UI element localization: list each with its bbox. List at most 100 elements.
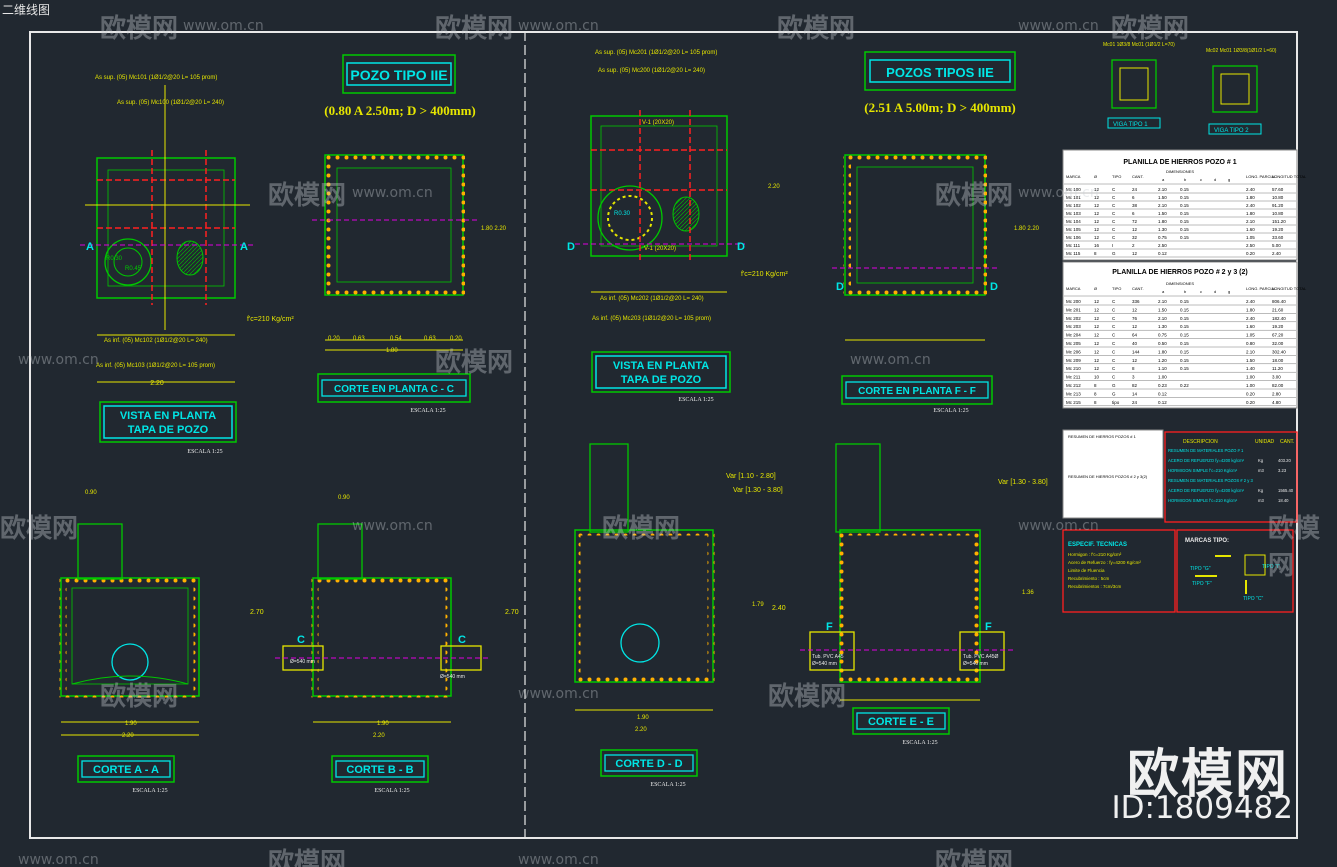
dim-1-90-c: 1.90 <box>637 715 649 721</box>
table-cell: 12 <box>1094 333 1100 338</box>
table-cell: 6 <box>1132 195 1135 200</box>
note-r030: R0.30 <box>106 256 123 262</box>
table-cell: C <box>1112 358 1116 363</box>
table-cell: 8 <box>1094 391 1097 396</box>
table-cell: 0.15 <box>1180 366 1189 371</box>
table-header-long-total: LONGITUD TOTAL <box>1272 286 1307 291</box>
table-header-dim-a: a <box>1162 289 1165 294</box>
table-cell: 64 <box>1132 333 1138 338</box>
table-cell: 5.00 <box>1272 243 1281 248</box>
table-cell: C <box>1112 195 1116 200</box>
svg-text:D: D <box>990 281 998 293</box>
table-cell: 12 <box>1094 324 1100 329</box>
resumen-row-unit: Kg <box>1258 458 1264 463</box>
table-cell: 12 <box>1094 341 1100 346</box>
table-cell: 1.05 <box>1246 235 1255 240</box>
svg-text:A: A <box>86 241 94 253</box>
table-cell: 1.20 <box>1158 358 1167 363</box>
table-cell: Mc 209 <box>1066 358 1081 363</box>
escala-vista-2: ESCALA 1:25 <box>678 397 713 403</box>
resumen-row-desc: RESUMEN DE MATERIALES POZOS # 2 y 3 <box>1168 478 1254 483</box>
table-cell: 1.60 <box>1246 324 1255 329</box>
table-cell: Mc 205 <box>1066 341 1081 346</box>
table-cell: 302.40 <box>1272 349 1286 354</box>
watermark-brand-1: 欧模网 <box>100 14 179 44</box>
watermark-brand-13: 欧模网 <box>268 848 347 867</box>
dim-2-40: 2.40 <box>772 605 786 612</box>
table-cell: 2.10 <box>1246 349 1255 354</box>
note-d540-1: Ø=540 mm <box>290 659 315 665</box>
escala-ee: ESCALA 1:25 <box>902 740 937 746</box>
table-cell: 57.60 <box>1272 187 1284 192</box>
escala-aa: ESCALA 1:25 <box>132 788 167 794</box>
table-cell: Mc 202 <box>1066 316 1081 321</box>
table-cell: C <box>1112 299 1116 304</box>
table-header-dim-d: d <box>1214 177 1216 182</box>
title-vista-planta-2-box: VISTA EN PLANTA TAPA DE POZO ESCALA 1:25 <box>591 351 731 403</box>
table-cell: 16 <box>1094 243 1100 248</box>
svg-text:F: F <box>826 621 833 633</box>
table-cell: 12 <box>1132 307 1138 312</box>
watermark-url-5: www.om.cn <box>1018 185 1099 201</box>
view-mode-label[interactable]: 二维线图 <box>2 3 51 17</box>
note-as-sup-3: As sup. (05) Mc201 (1Ø1/2@20 L= 105 prom… <box>595 50 717 56</box>
title-corte-ff: CORTE EN PLANTA F - F <box>858 386 976 397</box>
table-cell: C <box>1112 316 1116 321</box>
watermark-url-9: www.om.cn <box>1018 518 1099 534</box>
rebar-schedule-1-title: PLANILLA DE HIERROS POZO # 1 <box>1123 159 1236 166</box>
table-cell: C <box>1112 227 1116 232</box>
table-cell: 12 <box>1132 324 1138 329</box>
table-cell: 0.15 <box>1180 307 1189 312</box>
note-as-sup-2: As sup. (05) Mc100 (1Ø1/2@20 L= 240) <box>117 100 224 106</box>
table-cell: 19.20 <box>1272 227 1284 232</box>
table-cell: 12 <box>1132 227 1138 232</box>
table-cell: 8 <box>1132 366 1135 371</box>
table-cell: 0.15 <box>1180 299 1189 304</box>
spec-line: Acero de Refuerzo : fy=4200 Kg/cm² <box>1068 560 1141 565</box>
table-cell: Mc 102 <box>1066 203 1081 208</box>
table-cell: 1.30 <box>1158 227 1167 232</box>
watermark-url-6: www.om.cn <box>18 352 99 368</box>
title-corte-aa: CORTE A - A <box>93 764 159 776</box>
table-cell: 12 <box>1094 235 1100 240</box>
table-cell: Mc 115 <box>1066 251 1081 256</box>
dim-2-20-c: 2.20 <box>122 733 134 739</box>
table-cell: 82.00 <box>1272 383 1284 388</box>
title-pozos-tipos-iie: POZOS TIPOS IIE <box>886 65 994 80</box>
dim-0-63-a: 0.63 <box>353 336 365 342</box>
table-header-tipo: TIPO <box>1112 286 1121 291</box>
table-cell: 12 <box>1094 227 1100 232</box>
resumen-row-desc: HORMIGON SIMPLE f'c=210 Kg/cm² <box>1168 468 1238 473</box>
table-cell: 2.40 <box>1246 299 1255 304</box>
table-cell: Mc 100 <box>1066 187 1081 192</box>
table-cell: 0.20 <box>1246 400 1255 405</box>
table-cell: 0.15 <box>1180 316 1189 321</box>
plan-corte-cc <box>312 153 478 351</box>
resumen-head-desc: DESCRIPCION <box>1183 439 1218 445</box>
table-cell: 336 <box>1132 299 1140 304</box>
title-corte-dd-box: CORTE D - D ESCALA 1:25 <box>600 749 698 788</box>
table-cell: 76 <box>1132 316 1138 321</box>
table-cell: 0.15 <box>1180 358 1189 363</box>
table-cell: 1.10 <box>1158 366 1167 371</box>
table-cell: C <box>1112 324 1116 329</box>
watermark-url-8: www.om.cn <box>352 518 433 534</box>
watermark-url-2: www.om.cn <box>518 18 599 34</box>
section-bb: C C <box>275 523 490 723</box>
resumen-row-desc: RESUMEN DE MATERIALES POZO # 1 <box>1168 448 1244 453</box>
dim-2-20-a: 2.20 <box>150 380 164 387</box>
spec-line: Hormigon : f'c=210 Kg/cm² <box>1068 552 1122 557</box>
table-cell: 10 <box>1094 375 1100 380</box>
table-cell: C <box>1112 307 1116 312</box>
table-header-dim-b: b <box>1184 177 1187 182</box>
table-cell: 19.20 <box>1272 324 1284 329</box>
watermark-url-3: www.om.cn <box>1018 18 1099 34</box>
table-cell: C <box>1112 366 1116 371</box>
table-cell: 0.15 <box>1180 333 1189 338</box>
title-corte-cc-box: CORTE EN PLANTA C - C ESCALA 1:25 <box>317 373 471 414</box>
table-cell: 10.80 <box>1272 195 1284 200</box>
table-cell: 2.80 <box>1272 391 1281 396</box>
